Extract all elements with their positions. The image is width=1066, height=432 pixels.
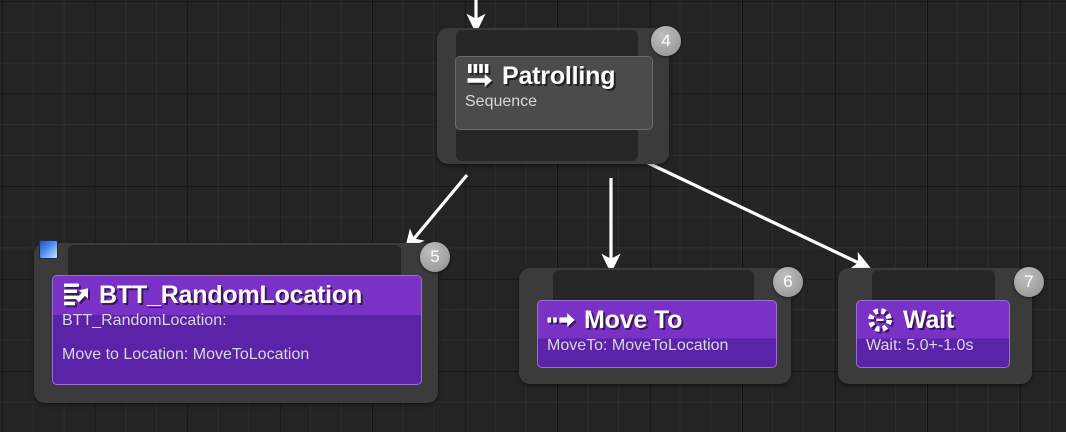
input-pin-bar[interactable] [872, 270, 995, 304]
node-subtitle: Wait: 5.0+-1.0s [866, 337, 974, 354]
node-index-badge: 7 [1014, 267, 1044, 297]
node-move-to[interactable]: Move To MoveTo: MoveToLocation 6 [519, 267, 803, 384]
node-body[interactable]: Wait Wait: 5.0+-1.0s [856, 300, 1010, 368]
node-body[interactable]: Move To MoveTo: MoveToLocation [537, 300, 777, 368]
node-title-row: Move To [538, 301, 776, 336]
input-pin-bar[interactable] [553, 270, 754, 304]
node-body[interactable]: BTT_RandomLocation BTT_RandomLocation: M… [52, 275, 422, 385]
input-pin-bar[interactable] [68, 245, 401, 279]
node-body[interactable]: Patrolling Sequence [455, 56, 653, 130]
move-to-icon [547, 313, 575, 327]
node-index-badge: 5 [420, 242, 450, 272]
sequence-icon [467, 64, 492, 87]
node-index-badge: 6 [773, 267, 803, 297]
node-title-row: Patrolling [456, 57, 652, 92]
node-title-row: Wait [857, 301, 1009, 336]
node-title: BTT_RandomLocation [99, 280, 363, 309]
wire-patrolling-to-btt-random-location [404, 173, 469, 250]
node-title: Wait [903, 305, 955, 334]
node-subtitle-secondary: Move to Location: MoveToLocation [62, 346, 310, 363]
node-subtitle: Sequence [465, 93, 538, 110]
node-index-badge: 4 [651, 26, 681, 56]
wire-patrolling-to-wait [647, 161, 872, 270]
node-wait[interactable]: Wait Wait: 5.0+-1.0s 7 [838, 267, 1044, 384]
node-subtitle: BTT_RandomLocation: [62, 312, 227, 329]
node-title: Move To [584, 305, 683, 334]
node-patrolling[interactable]: Patrolling Sequence 4 [437, 26, 681, 164]
node-subtitle: MoveTo: MoveToLocation [547, 337, 729, 354]
node-title-row: BTT_RandomLocation [53, 276, 421, 311]
subtitle-spacer [53, 333, 421, 345]
wait-timer-icon [868, 308, 892, 332]
node-btt-random-location[interactable]: BTT_RandomLocation BTT_RandomLocation: M… [34, 240, 450, 403]
output-pin-bar[interactable] [456, 127, 638, 161]
node-title: Patrolling [502, 61, 616, 90]
blueprint-chip [39, 240, 58, 259]
bt-task-icon [64, 283, 88, 306]
